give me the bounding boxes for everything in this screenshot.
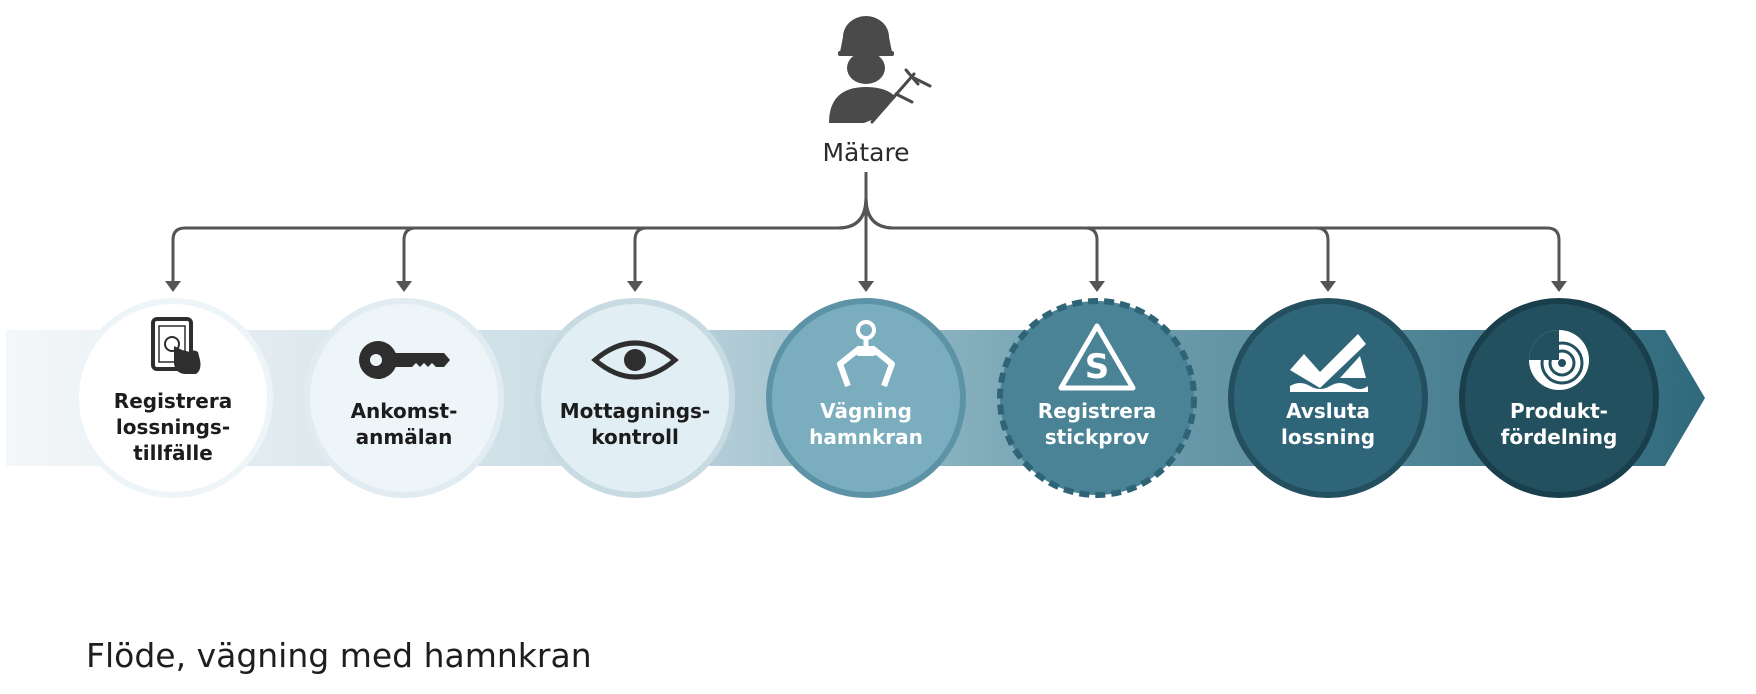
distribution-rings-icon (1529, 330, 1589, 390)
connector-line-3 (633, 197, 868, 283)
step-3: Mottagnings-kontroll (535, 298, 735, 498)
step-1-label-line-1: Registrera (114, 389, 232, 413)
step-7-label-line-2: fördelning (1501, 425, 1618, 449)
step-6-label-line-2: lossning (1281, 425, 1375, 449)
sample-triangle-s-icon: S (1058, 323, 1136, 391)
step-6-label-line-1: Avsluta (1286, 399, 1370, 423)
crane-grab-icon (837, 320, 895, 388)
tablet-touch-icon (151, 317, 201, 374)
process-steps: Registreralossnings-tillfälleAnkomst-anm… (73, 298, 1659, 498)
step-circle-5 (997, 298, 1197, 498)
connector-arrowhead-7 (1551, 281, 1567, 292)
step-5-label-line-1: Registrera (1038, 399, 1156, 423)
process-flow-diagram: Mätare Registreralossnings-tillfälleAnko… (6, 16, 1705, 498)
connector-line-1 (171, 197, 868, 283)
check-ship-icon (1290, 334, 1368, 392)
connector-arrowhead-5 (1089, 281, 1105, 292)
step-1-label-line-2: lossnings- (116, 415, 230, 439)
step-7: Produkt-fördelning (1459, 298, 1659, 498)
step-circle-3 (535, 298, 735, 498)
connector-line-5 (864, 197, 1099, 283)
connector-arrowhead-1 (165, 281, 181, 292)
step-4-label-line-1: Vägning (820, 399, 912, 423)
figure-caption: Flöde, vägning med hamnkran (86, 636, 592, 675)
actor-label: Mätare (822, 138, 909, 167)
step-3-label-line-1: Mottagnings- (560, 399, 710, 423)
step-1-label-line-3: tillfälle (133, 441, 213, 465)
step-7-label-line-1: Produkt- (1510, 399, 1608, 423)
step-circle-2 (304, 298, 504, 498)
worker-with-caliper-icon (829, 16, 932, 124)
svg-text:S: S (1085, 347, 1110, 387)
connector-line-7 (864, 197, 1561, 283)
step-circle-1 (73, 298, 273, 498)
step-circle-7 (1459, 298, 1659, 498)
connector-arrowhead-2 (396, 281, 412, 292)
actor-matare: Mätare (822, 16, 932, 167)
step-5-label-line-2: stickprov (1045, 425, 1149, 449)
step-2: Ankomst-anmälan (304, 298, 504, 498)
key-icon (359, 341, 450, 379)
step-circle-4 (766, 298, 966, 498)
step-4-label-line-2: hamnkran (809, 425, 923, 449)
step-circle-6 (1228, 298, 1428, 498)
step-2-label-line-1: Ankomst- (351, 399, 458, 423)
step-2-label-line-2: anmälan (356, 425, 453, 449)
connector-arrowhead-3 (627, 281, 643, 292)
eye-icon (591, 340, 679, 380)
step-3-label-line-2: kontroll (591, 425, 679, 449)
connector-arrowhead-4 (858, 281, 874, 292)
connector-arrowhead-6 (1320, 281, 1336, 292)
connector-lines (165, 172, 1567, 292)
